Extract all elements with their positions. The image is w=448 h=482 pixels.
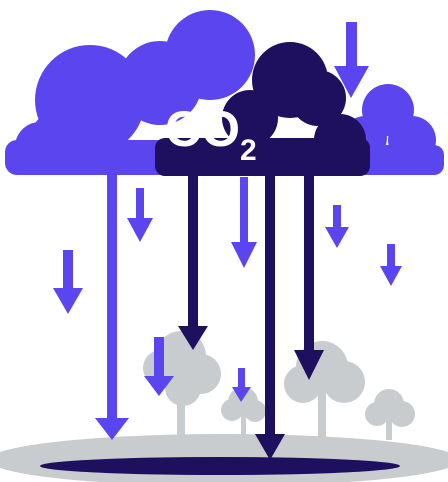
arrow-light-small-1 [334,22,369,98]
arrow-light-small-8 [232,368,251,402]
dark-pool [40,457,400,475]
arrow-dark-long-2 [255,170,285,460]
arrow-light-small-6 [380,244,402,286]
arrow-light-small-4 [53,250,83,314]
arrow-dark-long-3 [294,170,324,380]
arrow-light-small-3 [231,177,257,268]
arrow-light-long [95,170,129,440]
tree-far-right [365,389,415,440]
co2-formula: CO [165,101,240,157]
tree-small [221,387,266,440]
co2-subscript: 2 [240,134,257,167]
tree-right [284,341,365,440]
co2-label: CO2 [165,101,257,167]
arrow-light-small-5 [325,205,349,248]
arrow-light-small-2 [127,188,153,242]
cloud-dark [155,42,370,176]
arrow-dark-long-1 [178,170,208,350]
arrow-light-small-7 [144,337,174,396]
